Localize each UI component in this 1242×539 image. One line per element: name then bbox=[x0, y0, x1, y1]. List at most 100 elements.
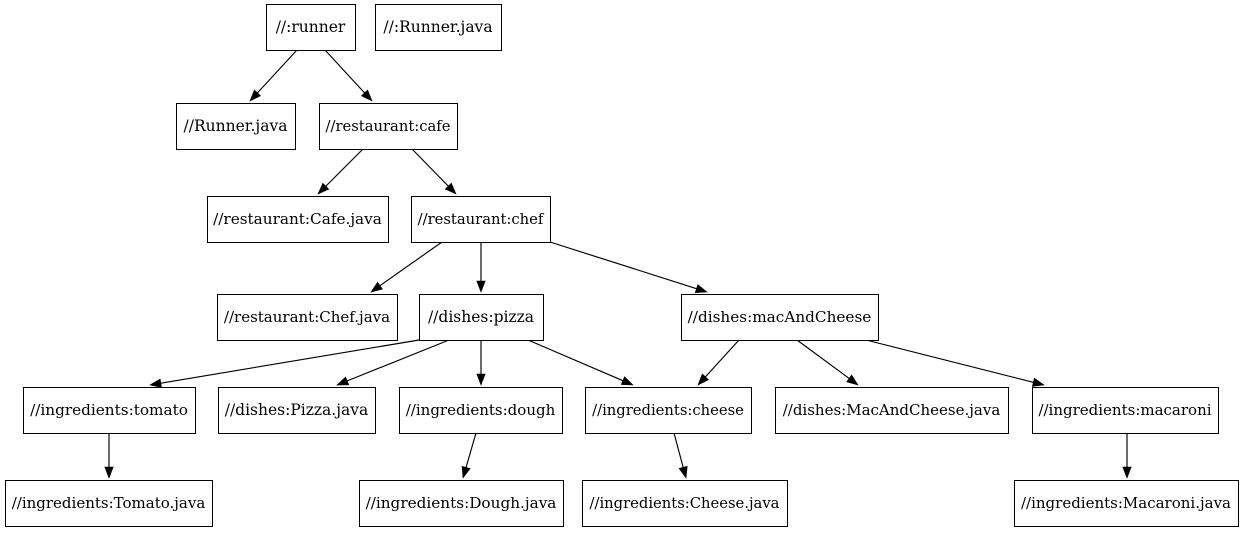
graph-node-runner-java[interactable]: //Runner.java bbox=[176, 103, 296, 150]
node-box bbox=[585, 387, 752, 434]
edge-arrowhead bbox=[476, 280, 486, 293]
edge-arrowhead bbox=[444, 182, 457, 195]
graph-node-dishes-pizza-java[interactable]: //dishes:Pizza.java bbox=[218, 387, 376, 434]
graph-node-ingredients-dough-java[interactable]: //ingredients:Dough.java bbox=[359, 480, 564, 527]
node-box bbox=[419, 294, 544, 341]
node-label: //ingredients:dough bbox=[406, 401, 556, 419]
edge-line bbox=[257, 49, 298, 94]
edges-layer bbox=[104, 49, 1132, 479]
graph-edge bbox=[865, 339, 1045, 387]
graph-node-ingredients-tomato-java[interactable]: //ingredients:Tomato.java bbox=[5, 480, 213, 527]
node-box bbox=[359, 480, 564, 527]
node-box bbox=[399, 387, 563, 434]
graph-edge bbox=[317, 148, 364, 195]
node-label: //ingredients:Macaroni.java bbox=[1021, 494, 1231, 512]
edge-arrowhead bbox=[249, 89, 262, 102]
node-label: //Runner.java bbox=[184, 117, 288, 135]
edge-line bbox=[411, 148, 449, 187]
graph-edge bbox=[476, 340, 486, 386]
graph-edge bbox=[673, 432, 688, 479]
edge-line bbox=[796, 339, 850, 379]
edge-line bbox=[865, 339, 1034, 383]
node-label: //restaurant:cafe bbox=[326, 118, 451, 135]
edge-line bbox=[673, 432, 684, 468]
node-label: //ingredients:tomato bbox=[30, 401, 188, 419]
node-label: //:runner bbox=[276, 18, 346, 36]
graph-node-dishes-macandcheese[interactable]: //dishes:macAndCheese bbox=[681, 294, 879, 341]
node-label: //ingredients:Cheese.java bbox=[590, 495, 780, 512]
graph-edge bbox=[527, 339, 634, 386]
graph-edge bbox=[549, 241, 708, 293]
edge-arrowhead bbox=[620, 376, 634, 386]
graph-edge bbox=[1122, 433, 1132, 479]
node-label: //dishes:MacAndCheese.java bbox=[783, 401, 1001, 419]
graph-edge bbox=[461, 432, 477, 479]
graph-node-restaurant-chef-java[interactable]: //restaurant:Chef.java bbox=[217, 294, 398, 341]
graph-node-ingredients-cheese-java[interactable]: //ingredients:Cheese.java bbox=[582, 480, 788, 527]
edge-arrowhead bbox=[694, 284, 708, 293]
graph-edge bbox=[336, 339, 450, 386]
edge-arrowhead bbox=[697, 373, 710, 386]
graph-edge bbox=[104, 433, 114, 479]
node-box bbox=[319, 103, 458, 150]
edge-arrowhead bbox=[476, 373, 486, 386]
edge-arrowhead bbox=[104, 466, 114, 479]
graph-node-restaurant-chef[interactable]: //restaurant:chef bbox=[411, 196, 551, 243]
node-label: //dishes:macAndCheese bbox=[688, 308, 872, 326]
node-label: //ingredients:macaroni bbox=[1038, 401, 1211, 419]
graph-node-dishes-pizza[interactable]: //dishes:pizza bbox=[419, 294, 544, 341]
node-box bbox=[411, 196, 551, 243]
edge-arrowhead bbox=[149, 378, 162, 388]
edge-arrowhead bbox=[461, 465, 471, 479]
graph-node-ingredients-tomato[interactable]: //ingredients:tomato bbox=[23, 387, 196, 434]
node-box bbox=[775, 387, 1009, 434]
node-label: //dishes:Pizza.java bbox=[225, 401, 369, 419]
graph-edge bbox=[476, 242, 486, 293]
node-box bbox=[582, 480, 788, 527]
node-box bbox=[266, 4, 356, 51]
node-box bbox=[681, 294, 879, 341]
edge-line bbox=[527, 339, 624, 382]
graph-node-ingredients-macaroni-java[interactable]: //ingredients:Macaroni.java bbox=[1014, 480, 1239, 527]
edge-arrowhead bbox=[1031, 377, 1045, 387]
node-box bbox=[375, 4, 502, 51]
node-box bbox=[1014, 480, 1239, 527]
edge-arrowhead bbox=[678, 465, 688, 479]
nodes-layer: //:runner //:Runner.java //Runner.java //re… bbox=[5, 4, 1239, 527]
edge-line bbox=[704, 339, 740, 378]
edge-arrowhead bbox=[370, 281, 383, 293]
node-label: //ingredients:cheese bbox=[592, 402, 744, 419]
edge-line bbox=[379, 241, 443, 287]
edge-arrowhead bbox=[317, 182, 330, 195]
node-label: //restaurant:Chef.java bbox=[224, 308, 390, 326]
graph-edge bbox=[324, 49, 373, 102]
node-label: //ingredients:Dough.java bbox=[366, 494, 557, 512]
graph-node-ingredients-cheese[interactable]: //ingredients:cheese bbox=[585, 387, 752, 434]
graph-node-restaurant-cafe[interactable]: //restaurant:cafe bbox=[319, 103, 458, 150]
node-box bbox=[217, 294, 398, 341]
graph-edge bbox=[411, 148, 457, 195]
edge-arrowhead bbox=[360, 89, 373, 102]
edge-arrowhead bbox=[1122, 466, 1132, 479]
graph-node-runner-java-root[interactable]: //:Runner.java bbox=[375, 4, 502, 51]
node-box bbox=[218, 387, 376, 434]
node-box bbox=[23, 387, 196, 434]
graph-edge bbox=[249, 49, 298, 102]
node-label: //restaurant:chef bbox=[418, 211, 545, 228]
graph-node-dishes-macandcheese-java[interactable]: //dishes:MacAndCheese.java bbox=[775, 387, 1009, 434]
node-label: //:Runner.java bbox=[383, 18, 492, 36]
graph-node-ingredients-dough[interactable]: //ingredients:dough bbox=[399, 387, 563, 434]
graph-edge bbox=[697, 339, 740, 386]
edge-line bbox=[160, 339, 420, 384]
node-box bbox=[1032, 387, 1219, 434]
graph-node-ingredients-macaroni[interactable]: //ingredients:macaroni bbox=[1032, 387, 1219, 434]
graph-edge bbox=[149, 339, 420, 388]
edge-line bbox=[325, 148, 364, 187]
node-label: //restaurant:Cafe.java bbox=[213, 210, 382, 228]
graph-node-runner-target[interactable]: //:runner bbox=[266, 4, 356, 51]
graph-node-restaurant-cafe-java[interactable]: //restaurant:Cafe.java bbox=[207, 196, 389, 243]
edge-line bbox=[465, 432, 477, 468]
node-box bbox=[5, 480, 213, 527]
